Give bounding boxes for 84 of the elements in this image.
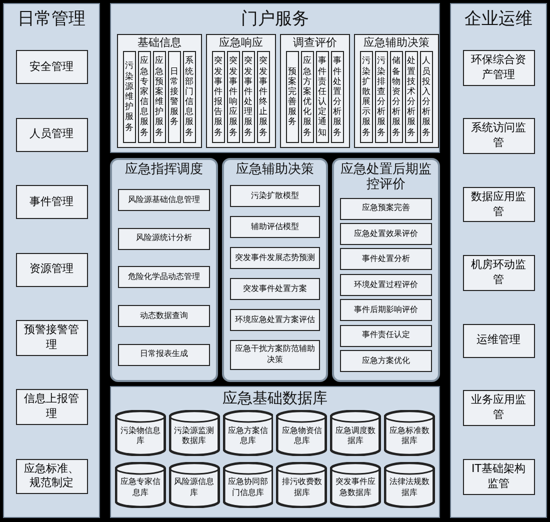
panel (110, 3, 440, 153)
module-box: 日常报表生成 (118, 344, 210, 366)
module-box: 风险源统计分析 (118, 228, 210, 250)
module-box: 储备物资分析服务 (390, 51, 403, 143)
database-cylinder: 污染源监测数据库 (168, 410, 220, 456)
module-box: 数据应用监管 (462, 186, 534, 222)
module-box: 人员投入分析服务 (420, 51, 433, 143)
module-box: 机房环动监管 (462, 255, 534, 291)
module-box: 污染源维护服务 (123, 51, 136, 143)
module-box: 动态数据查询 (118, 305, 210, 328)
database-cylinder: 应急标准数据库 (384, 410, 435, 456)
group-panel (117, 34, 202, 148)
module-box: 应急干扰方案防范辅助决策 (230, 340, 320, 370)
database-cylinder: 风险源信息库 (168, 462, 220, 508)
panel (110, 386, 440, 518)
panel-title: 日常管理 (18, 8, 86, 31)
module-box: 环境应急处置方案评估 (230, 309, 320, 332)
module-box: 系统访问监管 (462, 118, 534, 154)
module-box: 辅助评估模型 (230, 216, 320, 238)
panel-title: 基础信息 (138, 34, 182, 51)
module-box: 事件责任认定 (340, 324, 432, 347)
module-box: 危险化学品动态管理 (118, 266, 210, 288)
module-box: 突发事件终止服务 (257, 51, 270, 143)
module-box: 事件后期影响评价 (340, 299, 432, 322)
database-cylinder: 污染物信息库 (115, 410, 166, 456)
module-box: 污染扩散模型 (230, 185, 320, 208)
database-cylinder: 应急专家信息库 (115, 462, 166, 508)
module-box: 事件管理 (16, 185, 88, 220)
database-cylinder: 应急方案信息库 (222, 410, 274, 456)
panel-title: 应急辅助决策 (364, 34, 430, 51)
panel (450, 3, 547, 518)
module-box: 应急预案完善 (340, 198, 432, 220)
module-box: 事件处置分析服务 (331, 51, 344, 143)
module-box: IT基础架构监管 (462, 458, 534, 495)
module-box: 应急预案维护服务 (153, 51, 166, 143)
database-cylinder: 应急调度数据库 (330, 410, 382, 456)
panel-title: 应急响应 (219, 34, 263, 51)
module-box: 资源管理 (16, 252, 88, 287)
module-box: 风险源基础信息管理 (118, 189, 210, 212)
database-cylinder: 法律法规数据库 (384, 462, 435, 508)
module-box: 处置技术分析服务 (405, 51, 418, 143)
panel-title: 门户服务 (241, 8, 309, 31)
module-box: 环保综合资产管理 (462, 50, 534, 86)
module-box: 系统部门信息服务 (183, 51, 196, 143)
panel-title: 应急指挥调度 (124, 161, 204, 179)
module-box: 运维管理 (462, 324, 534, 358)
database-cylinder: 排污收费数据库 (276, 462, 328, 508)
module-box: 环境处置过程评价 (340, 274, 432, 296)
panel (3, 3, 100, 518)
module-box: 日常接警服务 (168, 51, 181, 143)
module-box: 安全管理 (16, 50, 88, 84)
module-box: 突发事件报告服务 (212, 51, 225, 143)
panel-title: 应急处置后期监控评价 (340, 161, 432, 194)
module-box: 应急方案优化 (340, 350, 432, 372)
module-box: 业务应用监管 (462, 390, 534, 426)
module-box: 应急专家信息服务 (138, 51, 151, 143)
module-box: 突发事件响应服务 (227, 51, 240, 143)
database-cylinder: 应急协同部门信息库 (222, 462, 274, 508)
module-box: 应急标准、规范制定 (16, 458, 88, 494)
module-box: 人员管理 (16, 118, 88, 152)
group-panel (280, 34, 350, 148)
module-box: 应急方案优化服务 (301, 51, 314, 143)
group-panel (354, 34, 439, 148)
module-box: 事件责任认定通知 (316, 51, 329, 143)
panel (332, 158, 440, 382)
database-cylinder: 应急物资信息库 (276, 410, 328, 456)
module-box: 事件处置分析 (340, 248, 432, 270)
module-box: 污染扩散展示服务 (360, 51, 373, 143)
module-box: 应急处置效果评价 (340, 223, 432, 246)
module-box: 信息上报管理 (16, 389, 88, 426)
database-cylinder: 突发事件应急数据库 (330, 462, 382, 508)
module-box: 突发事件处置方案 (230, 278, 320, 300)
module-box: 预警接警管理 (16, 320, 88, 356)
module-box: 突发事件处理服务 (242, 51, 255, 143)
panel-title: 应急辅助决策 (235, 161, 315, 179)
module-box: 预案完善服务 (286, 51, 299, 143)
panel-title: 调查评价 (293, 34, 337, 51)
panel (222, 158, 328, 382)
panel-title: 企业运维 (464, 8, 532, 31)
group-panel (206, 34, 276, 148)
panel (110, 158, 218, 382)
module-box: 突发事件发展态势预测 (230, 247, 320, 270)
module-box: 污染排查分析服务 (375, 51, 388, 143)
panel-title: 应急基础数据库 (222, 388, 328, 409)
